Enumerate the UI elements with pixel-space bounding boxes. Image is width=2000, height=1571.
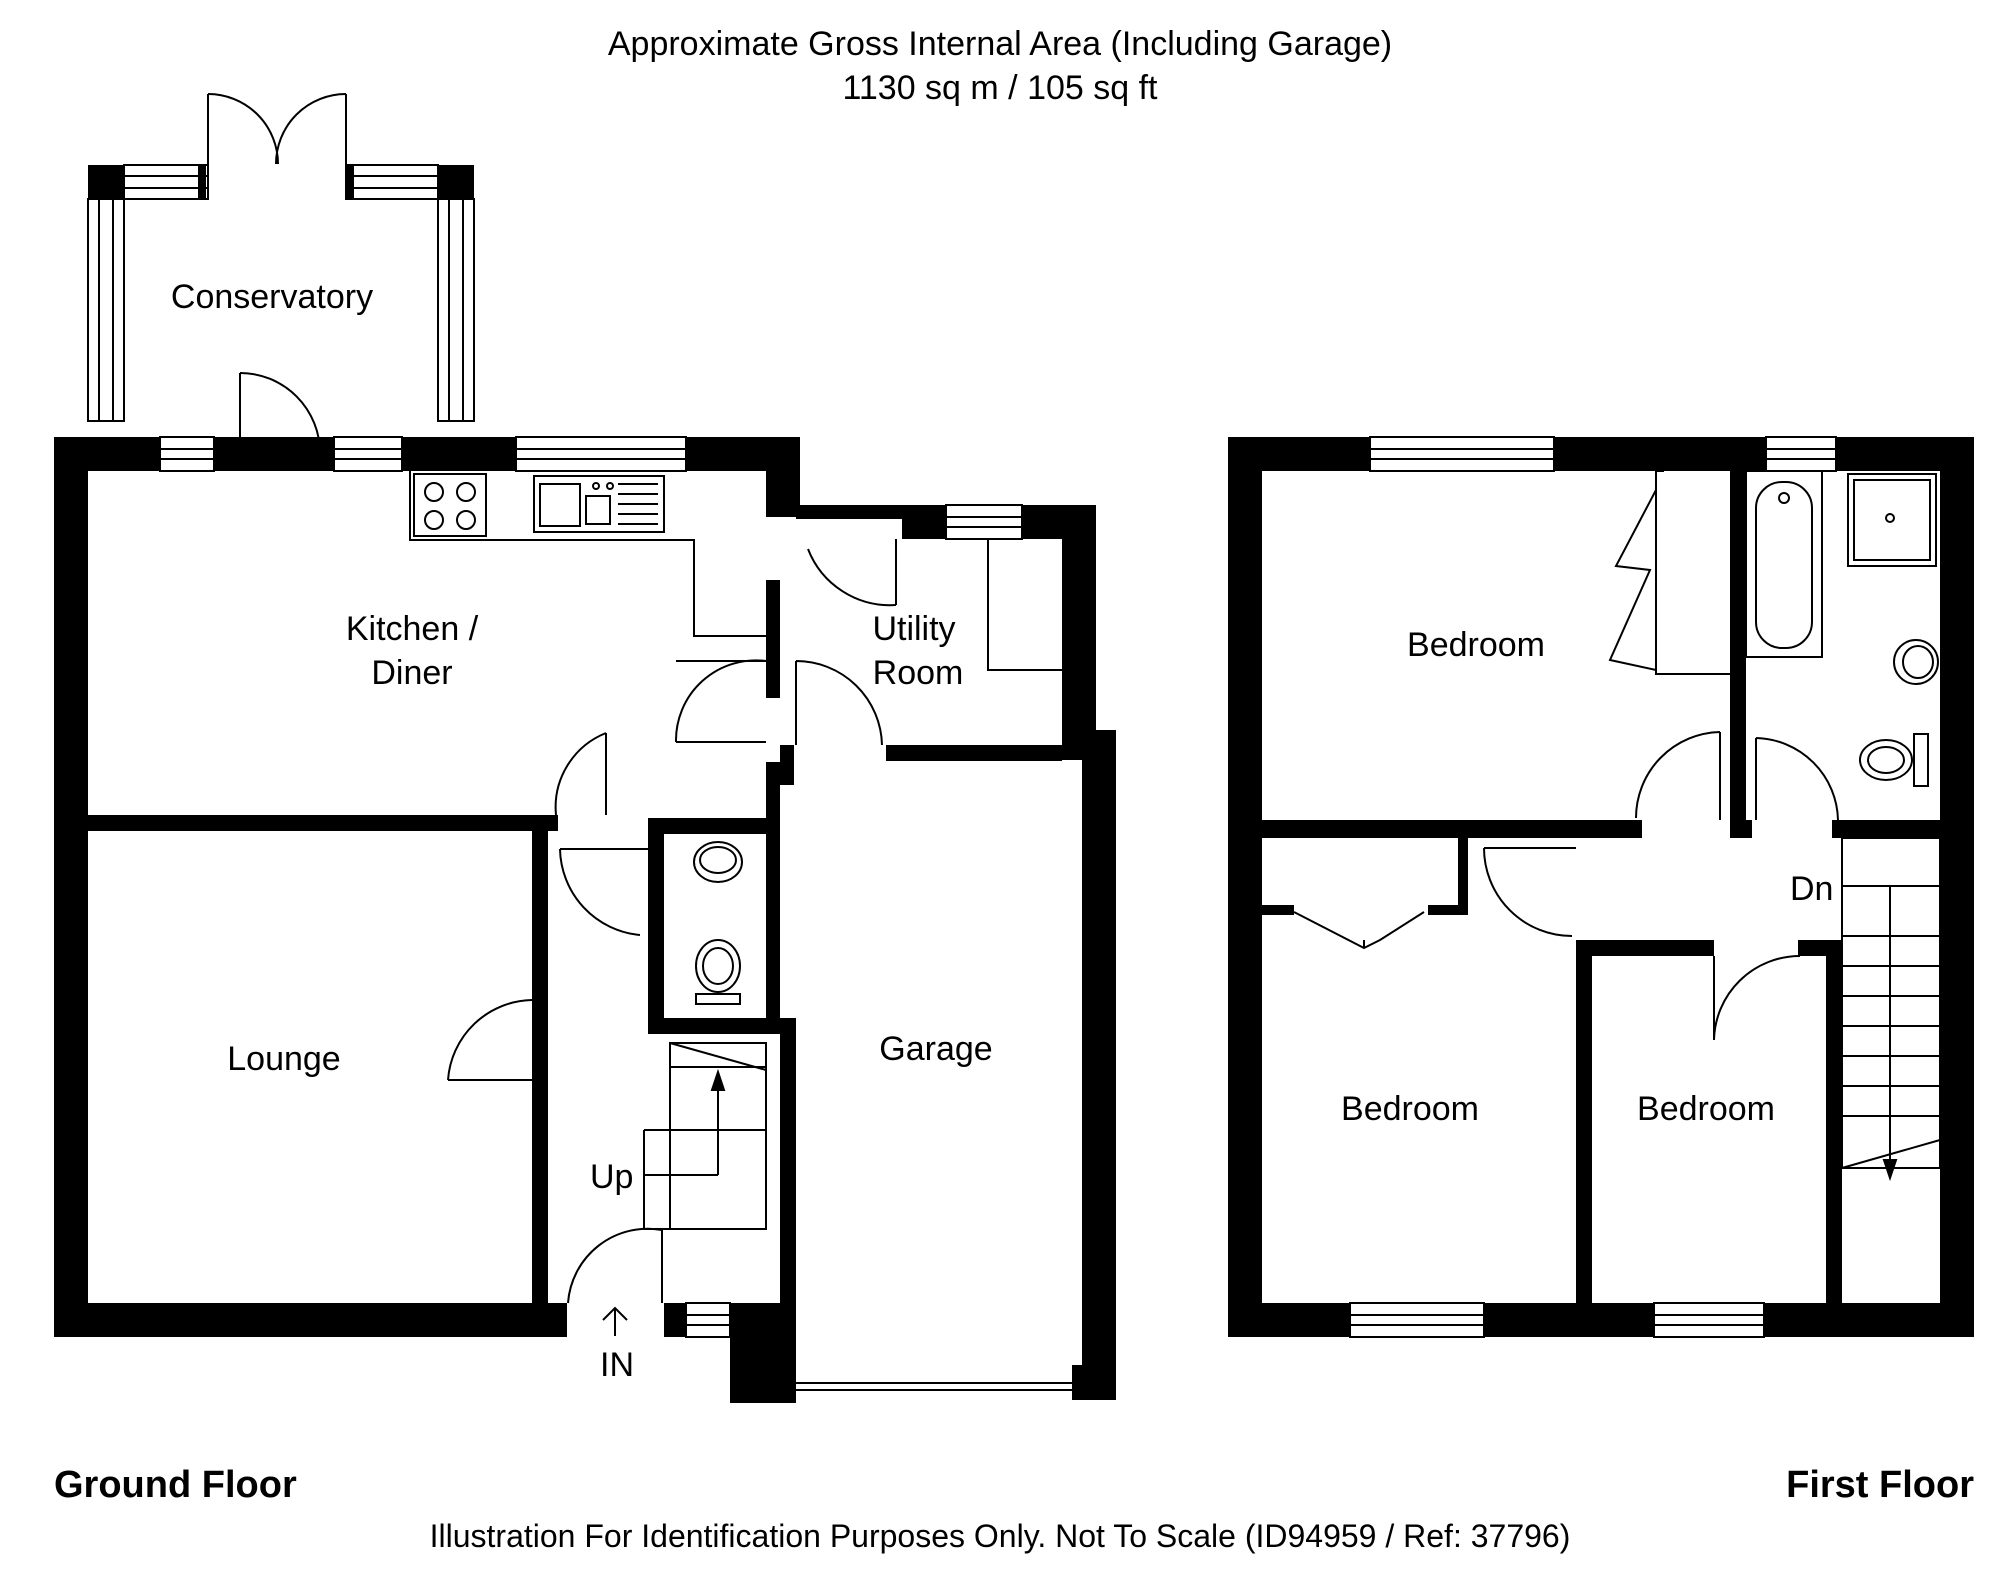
ground-walls xyxy=(54,437,1116,1403)
room-label-bedroom-3: Bedroom xyxy=(1637,1090,1775,1128)
bath-icon xyxy=(1745,470,1823,658)
shower-icon xyxy=(1847,473,1937,567)
first-walls xyxy=(1228,437,1974,1337)
first-floor-plan: Bedroom Bedroom Bedroom Dn xyxy=(1228,436,1974,1338)
room-label-conservatory: Conservatory xyxy=(171,278,373,316)
basin-icon xyxy=(693,841,743,883)
ground-windows xyxy=(159,436,1072,1391)
first-fittings xyxy=(1293,470,1941,1182)
hob-icon xyxy=(424,482,444,502)
room-label-lounge: Lounge xyxy=(227,1040,340,1078)
first-windows xyxy=(1349,436,1837,1338)
ground-floor-plan: Conservatory Kitchen / Diner Utility Roo… xyxy=(54,93,1116,1403)
area-value: 1130 sq m / 105 sq ft xyxy=(842,69,1158,107)
room-label-bedroom-2: Bedroom xyxy=(1341,1090,1479,1128)
room-label-kitchen-2: Diner xyxy=(371,654,452,692)
conservatory xyxy=(87,93,475,422)
ground-floor-label: Ground Floor xyxy=(54,1464,297,1506)
sink-icon xyxy=(533,475,665,533)
bath-toilet-icon xyxy=(1859,739,1913,781)
bath-basin-icon xyxy=(1893,639,1939,685)
disclaimer-footer: Illustration For Identification Purposes… xyxy=(429,1518,1571,1554)
kitchen-fittings xyxy=(239,372,1062,1336)
room-label-kitchen-1: Kitchen / xyxy=(346,610,479,648)
area-title: Approximate Gross Internal Area (Includi… xyxy=(607,25,1393,63)
floorplan-header: Approximate Gross Internal Area (Includi… xyxy=(0,22,2000,110)
first-floor-label: First Floor xyxy=(1786,1464,1974,1506)
room-label-utility-1: Utility xyxy=(872,610,955,648)
stairs-down-label: Dn xyxy=(1790,870,1833,908)
room-label-garage: Garage xyxy=(879,1030,992,1068)
stairs-up-label: Up xyxy=(590,1158,633,1196)
entrance-label: IN xyxy=(600,1346,634,1384)
toilet-icon xyxy=(695,939,741,993)
room-label-utility-2: Room xyxy=(873,654,964,692)
room-label-bedroom-1: Bedroom xyxy=(1407,626,1545,664)
